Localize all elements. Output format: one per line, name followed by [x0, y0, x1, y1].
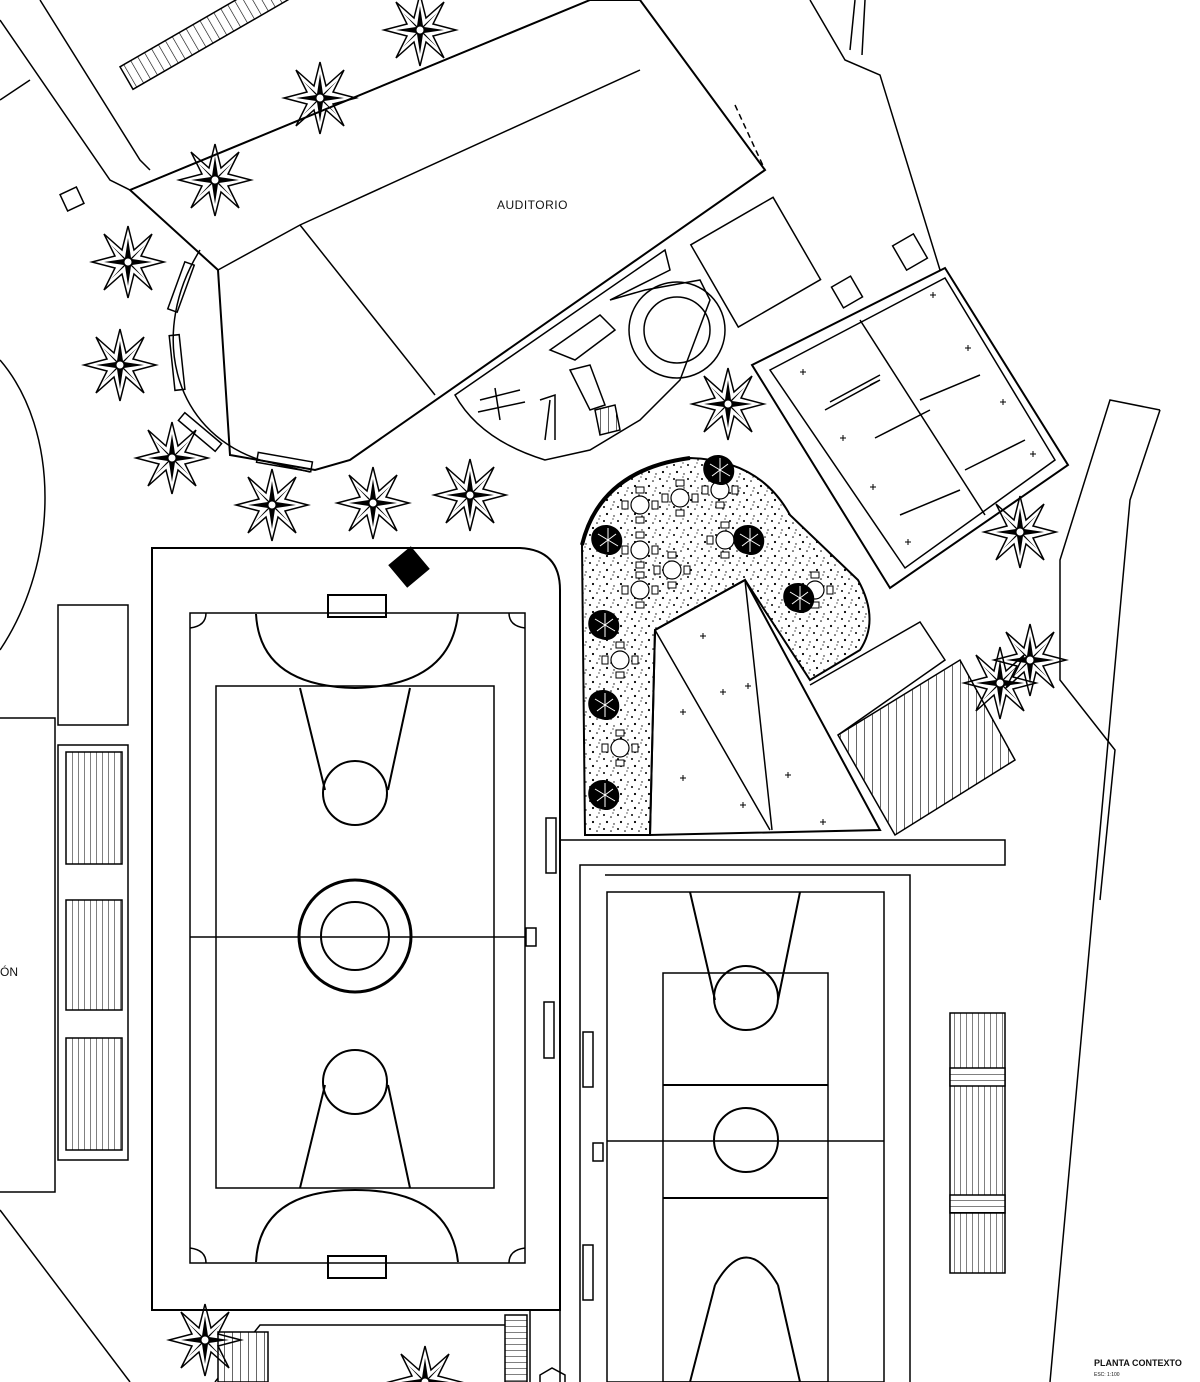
stair-block	[809, 620, 1016, 837]
walkway	[559, 839, 1006, 1382]
curved-walkway	[166, 249, 314, 473]
cut-off-label: ÓN	[0, 965, 18, 979]
utility-box	[891, 232, 929, 272]
gravel-plaza	[580, 456, 871, 836]
triangle-garden	[648, 578, 882, 837]
playground-area	[454, 248, 726, 461]
second-court	[582, 874, 911, 1382]
main-court-enclosure	[151, 547, 561, 1311]
road-edge-east	[809, 0, 1161, 1382]
planting-marks	[680, 292, 1036, 825]
west-building	[0, 604, 131, 1382]
east-bleachers	[949, 1012, 1006, 1274]
south-steps	[152, 1309, 566, 1382]
hatched-marker	[388, 546, 430, 588]
auditorio-stair	[118, 0, 490, 91]
auditorio-building	[128, 0, 767, 472]
small-block	[59, 186, 85, 212]
auditorio-label: AUDITORIO	[497, 198, 568, 212]
track-arc	[0, 359, 46, 651]
drawing-scale: ESC: 1:100	[1094, 1372, 1120, 1378]
utility-box-2	[830, 275, 864, 309]
drawing-title: PLANTA CONTEXTO	[1094, 1358, 1182, 1368]
east-pavilion	[750, 266, 1070, 590]
room-block	[689, 196, 822, 329]
